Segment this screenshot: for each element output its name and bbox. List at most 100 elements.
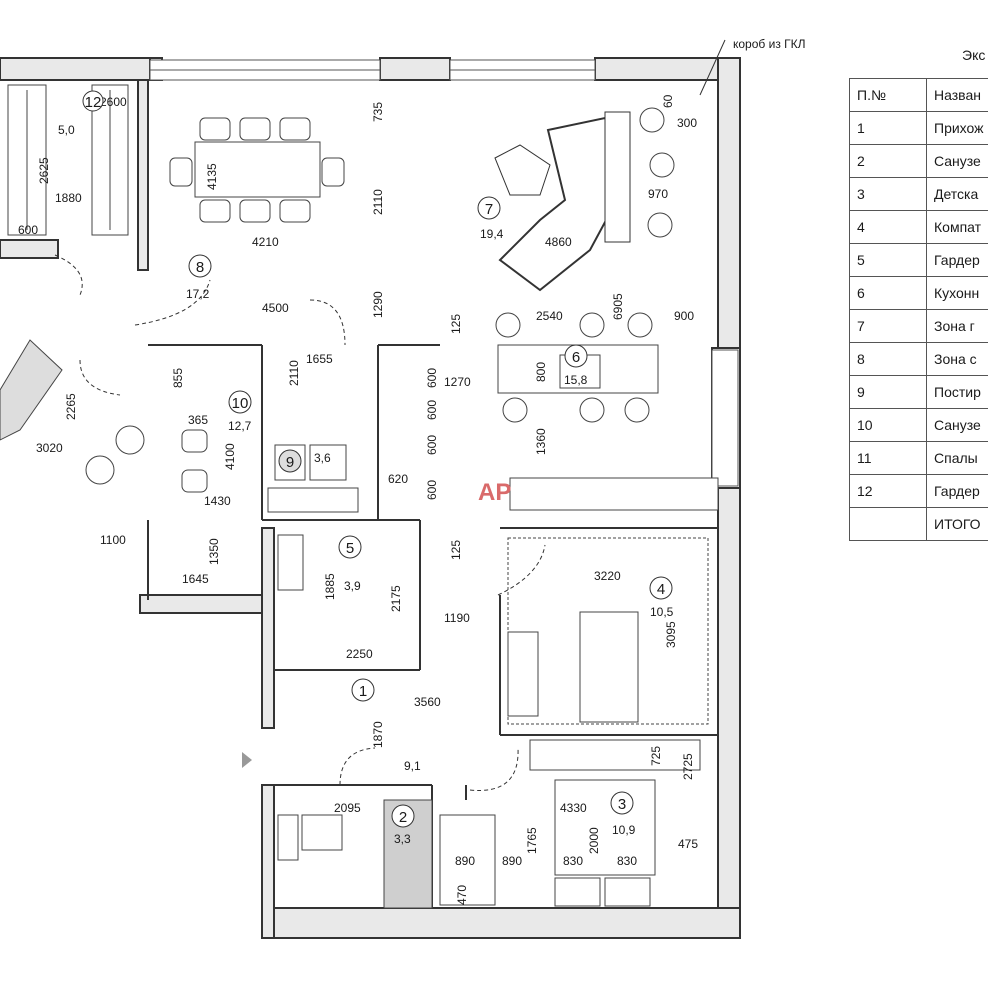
- dim: 2250: [346, 647, 373, 661]
- watermark: AP: [478, 479, 511, 506]
- row-num: 2: [849, 144, 927, 178]
- legend-header: П.№ Назван: [849, 78, 988, 112]
- dim: 125: [449, 314, 463, 334]
- dim: 970: [648, 187, 668, 201]
- wall-left-bottom: [261, 784, 275, 939]
- dim: 2110: [371, 189, 385, 215]
- row-num: 6: [849, 276, 927, 310]
- room-area: 17,2: [186, 287, 210, 301]
- wardrobe-5: [277, 534, 304, 591]
- dim: 1765: [525, 827, 539, 854]
- row-name: Санузе: [926, 408, 988, 442]
- dim: 2095: [334, 801, 361, 815]
- dim: 1190: [444, 611, 470, 625]
- dim: 6905: [611, 293, 625, 320]
- room-12: 12 5,0: [58, 90, 104, 137]
- windows: [149, 59, 739, 487]
- hall-area: 9,1: [404, 759, 421, 773]
- row-name: Спалы: [926, 441, 988, 475]
- dim: 300: [677, 116, 697, 130]
- wall-top-left: [0, 57, 151, 81]
- bed-4: [579, 611, 639, 723]
- room-area: 10,5: [650, 605, 674, 619]
- row-name: Прихож: [926, 111, 988, 145]
- dim: 4100: [223, 443, 237, 470]
- dim: 600: [18, 223, 38, 237]
- dim: 2600: [100, 95, 127, 109]
- watermark-text: AP: [478, 479, 511, 506]
- kitchen-island: [497, 344, 719, 511]
- bedroom-4: [507, 537, 709, 725]
- room-9: 9 3,6: [278, 449, 331, 473]
- dim: 2175: [389, 585, 403, 612]
- row-name: Санузе: [926, 144, 988, 178]
- note-leader: [699, 39, 726, 96]
- dim: 3560: [414, 695, 441, 709]
- row-name: Детска: [926, 177, 988, 211]
- room-4: 4 10,5: [649, 576, 674, 619]
- room-area: 10,9: [612, 823, 636, 837]
- dim: 890: [455, 854, 475, 868]
- dim: 600: [425, 368, 439, 388]
- wall-bottom: [261, 907, 741, 939]
- room-number: 12: [85, 94, 102, 111]
- room-number: 3: [618, 796, 626, 813]
- room-number: 2: [399, 809, 407, 826]
- dim: 2625: [37, 157, 51, 184]
- row-num: 9: [849, 375, 927, 409]
- dim: 2000: [587, 827, 601, 854]
- room-6: 6 15,8: [564, 344, 588, 387]
- room-area: 12,7: [228, 419, 252, 433]
- dim: 725: [649, 746, 663, 766]
- dim: 125: [449, 540, 463, 560]
- room-7: 7 19,4: [477, 196, 504, 241]
- wall-10-bottom: [139, 594, 263, 614]
- dim: 830: [617, 854, 637, 868]
- wall-left-mid: [261, 527, 275, 729]
- room-number: 1: [359, 683, 367, 700]
- wc-fixtures: [85, 425, 433, 909]
- room-5: 5 3,9: [338, 535, 362, 593]
- row-name: Зона г: [926, 309, 988, 343]
- dim: 4860: [545, 235, 572, 249]
- row-num: 1: [849, 111, 927, 145]
- row-num: 10: [849, 408, 927, 442]
- room-2: 2 3,3: [391, 804, 415, 846]
- wall-12-bottom: [0, 239, 59, 259]
- dim: 890: [502, 854, 522, 868]
- living-sofa: [494, 111, 631, 292]
- dim: 1880: [55, 191, 82, 205]
- dim: 2540: [536, 309, 563, 323]
- room-area: 5,0: [58, 123, 75, 137]
- dim: 2725: [681, 753, 695, 780]
- doors: [54, 254, 546, 791]
- legend-total-row: ИТОГО: [849, 507, 988, 541]
- dim: 4330: [560, 801, 587, 815]
- dim: 1100: [100, 533, 126, 547]
- dim: 365: [188, 413, 208, 427]
- wall-right-upper: [717, 57, 741, 349]
- dim: 855: [171, 368, 185, 388]
- dim: 620: [388, 472, 408, 486]
- dim: 1885: [323, 573, 337, 600]
- dim: 3220: [594, 569, 621, 583]
- legend-total: ИТОГО: [926, 507, 988, 541]
- row-num: 8: [849, 342, 927, 376]
- room-10: 10 12,7: [228, 390, 252, 433]
- room-area: 3,6: [314, 451, 331, 465]
- row-num: 12: [849, 474, 927, 508]
- dining-table-top: [194, 141, 321, 198]
- room-area: 15,8: [564, 373, 588, 387]
- dim: 1645: [182, 572, 209, 586]
- room-number: 5: [346, 540, 354, 557]
- dim: 3095: [664, 621, 678, 648]
- entry-arrow-icon: [242, 752, 252, 768]
- row-name: Кухонн: [926, 276, 988, 310]
- room-3: 3 10,9: [610, 791, 636, 837]
